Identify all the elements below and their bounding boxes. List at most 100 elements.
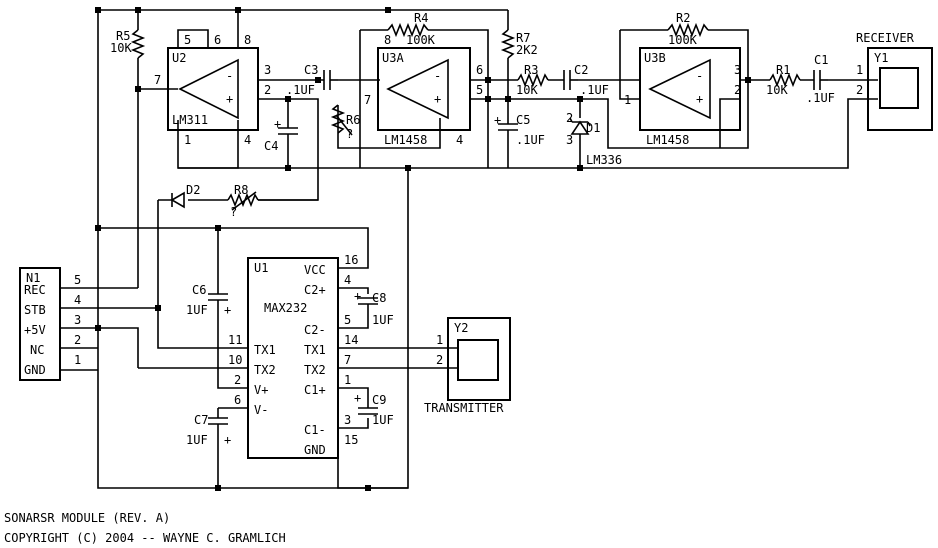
d1-part: LM336 [586, 153, 622, 167]
n1-ref: N1 [26, 271, 40, 285]
u3a-pin: 6 [476, 63, 483, 77]
u2-pin: 2 [264, 83, 271, 97]
u3a-opamp: U3A LM1458 - + 8 6 7 5 4 [364, 33, 483, 147]
u1-left-pin-num: 2 [234, 373, 241, 387]
u3b-pin: 3 [734, 63, 741, 77]
u3b-inv-sign: - [696, 69, 703, 83]
c4-plus: + [274, 117, 281, 131]
u3a-pin: 7 [364, 93, 371, 107]
title-block: SONARSR MODULE (REV. A) COPYRIGHT (C) 20… [4, 511, 286, 545]
c8-ref: C8 [372, 291, 386, 305]
r1-value: 10K [766, 83, 788, 97]
u1-right-pin-name: VCC [304, 263, 326, 277]
wires [60, 9, 878, 489]
u1-max232: U1 MAX232 TX1 TX2 V+ V- 11 10 2 6 VCC C2… [228, 253, 358, 459]
c9-plus: + [354, 391, 361, 405]
d1-pin-top: 2 [566, 111, 573, 125]
u2-pin: 1 [184, 133, 191, 147]
r1-ref: R1 [776, 63, 790, 77]
u2-pin: 7 [154, 73, 161, 87]
u3b-noninv-sign: + [696, 92, 703, 106]
u1-right-pin-name: TX1 [304, 343, 326, 357]
c8-value: 1UF [372, 313, 394, 327]
c5-value: .1UF [516, 133, 545, 147]
y2-pin: 2 [436, 353, 443, 367]
n1-pin-5v-label: +5V [24, 323, 46, 337]
c6-value: 1UF [186, 303, 208, 317]
capacitor-c7: C7 1UF + [186, 413, 231, 447]
c4-ref: C4 [264, 139, 278, 153]
capacitor-c3: C3 .1UF [286, 63, 338, 97]
r6-value: ? [346, 127, 353, 141]
u2-pin: 6 [214, 33, 221, 47]
u1-right-pin-name: C2+ [304, 283, 326, 297]
d2-ref: D2 [186, 183, 200, 197]
u3a-ref: U3A [382, 51, 404, 65]
resistor-r6: R6 ? [330, 104, 360, 141]
c3-ref: C3 [304, 63, 318, 77]
u3a-pin: 4 [456, 133, 463, 147]
c2-value: .1UF [580, 83, 609, 97]
r3-value: 10K [516, 83, 538, 97]
u1-right-pin-num: 5 [344, 313, 351, 327]
u3b-opamp: U3B LM1458 - + 3 1 2 [624, 47, 741, 147]
resistor-r8: R8 ? [227, 183, 259, 219]
r2-value: 100K [668, 33, 698, 47]
r2-ref: R2 [676, 11, 690, 25]
y1-ref: Y1 [874, 51, 888, 65]
connector-n1: N1 REC STB +5V NC GND 5 4 3 2 1 [19, 267, 98, 381]
c5-plus: + [494, 113, 501, 127]
resistor-r3: R3 10K [516, 63, 549, 97]
u1-left-pin-num: 10 [228, 353, 242, 367]
u2-inv-sign: - [226, 69, 233, 83]
r4-ref: R4 [414, 11, 428, 25]
y1-pin: 1 [856, 63, 863, 77]
c5-ref: C5 [516, 113, 530, 127]
y2-pin: 1 [436, 333, 443, 347]
r7-ref: R7 [516, 31, 530, 45]
c9-ref: C9 [372, 393, 386, 407]
c1-value: .1UF [806, 91, 835, 105]
resistor-r5: R5 10K [110, 29, 146, 59]
c7-ref: C7 [194, 413, 208, 427]
u2-noninv-sign: + [226, 92, 233, 106]
u1-right-pin-name: C1+ [304, 383, 326, 397]
y2-transmitter: Y2 TRANSMITTER 1 2 [424, 317, 511, 415]
capacitor-c8: + C8 1UF [354, 289, 394, 327]
c3-value: .1UF [286, 83, 315, 97]
c7-plus: + [224, 433, 231, 447]
d1-ref: D1 [586, 121, 600, 135]
capacitor-c4: + C4 [264, 117, 298, 153]
r4-value: 100K [406, 33, 436, 47]
u1-left-pin-name: TX1 [254, 343, 276, 357]
u1-right-pin-num: 16 [344, 253, 358, 267]
title-line-1: SONARSR MODULE (REV. A) [4, 511, 170, 525]
u1-right-pin-num: 1 [344, 373, 351, 387]
u1-right-pin-name: TX2 [304, 363, 326, 377]
u2-part: LM311 [172, 113, 208, 127]
title-line-2: COPYRIGHT (C) 2004 -- WAYNE C. GRAMLICH [4, 531, 286, 545]
n1-pin-stb-label: STB [24, 303, 46, 317]
r5-value: 10K [110, 41, 132, 55]
r8-ref: R8 [234, 183, 248, 197]
n1-pin-num: 5 [74, 273, 81, 287]
u3b-part: LM1458 [646, 133, 689, 147]
u1-left-pin-name: TX2 [254, 363, 276, 377]
c8-plus: + [354, 289, 361, 303]
y1-pin: 2 [856, 83, 863, 97]
u2-ref: U2 [172, 51, 186, 65]
resistor-r2: R2 100K [667, 11, 709, 47]
diode-d2: D2 [170, 183, 200, 209]
n1-pin-gnd-label: GND [24, 363, 46, 377]
r3-ref: R3 [524, 63, 538, 77]
n1-pin-num: 1 [74, 353, 81, 367]
u1-left-pin-name: V+ [254, 383, 268, 397]
c9-value: 1UF [372, 413, 394, 427]
u2-comparator: U2 LM311 - + 5 6 8 7 3 2 1 4 [154, 33, 271, 147]
n1-pin-num: 3 [74, 313, 81, 327]
u3b-ref: U3B [644, 51, 666, 65]
u1-part: MAX232 [264, 301, 307, 315]
u1-ref: U1 [254, 261, 268, 275]
u3b-pin: 2 [734, 83, 741, 97]
c7-value: 1UF [186, 433, 208, 447]
